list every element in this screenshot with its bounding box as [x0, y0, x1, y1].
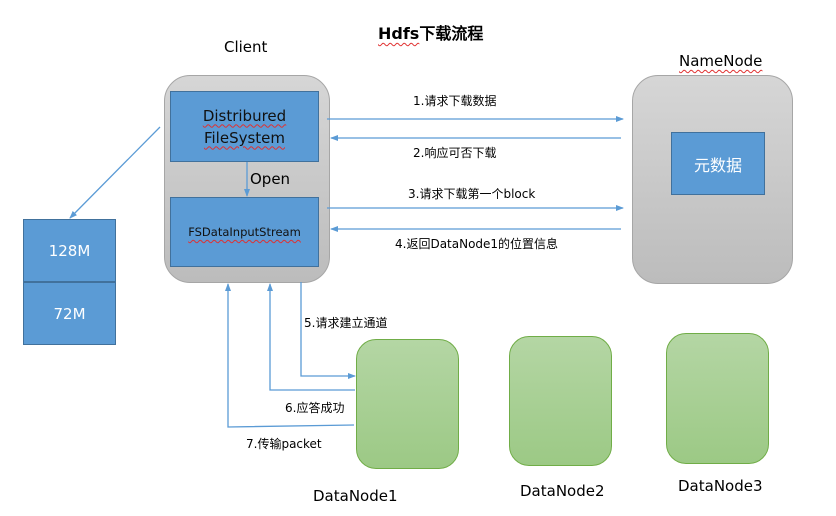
metadata-box: 元数据 [671, 132, 765, 195]
step-6-label: 6.应答成功 [285, 401, 345, 415]
block-72m-label: 72M [53, 304, 86, 323]
block-128m: 128M [23, 219, 116, 282]
title-zh: 下载流程 [419, 24, 484, 43]
step-7-label: 7.传输packet [246, 437, 322, 451]
step-4-label: 4.返回DataNode1的位置信息 [395, 237, 559, 251]
open-label: Open [250, 170, 291, 188]
step-1-label: 1.请求下载数据 [413, 94, 497, 108]
diagram-title: Hdfs下载流程 [378, 20, 483, 44]
datanode3-label: DataNode3 [678, 477, 763, 495]
step-5-label: 5.请求建立通道 [304, 316, 388, 330]
datanode1-box [356, 339, 459, 469]
step-5-arrow [300, 282, 356, 379]
metadata-label: 元数据 [693, 155, 742, 175]
title-en: Hdfs [378, 24, 420, 43]
datanode3-box [666, 333, 769, 464]
distributed-filesystem-box: Distribured FileSystem [170, 91, 319, 162]
datanode2-box [509, 336, 612, 466]
distributed-fs-line1: Distribured [202, 106, 287, 125]
client-label: Client [224, 38, 268, 56]
step-7-arrow [225, 283, 355, 428]
step-3-label: 3.请求下载第一个block [408, 187, 536, 201]
datanode1-label: DataNode1 [313, 487, 398, 505]
distributed-fs-line2: FileSystem [203, 128, 286, 147]
step-2-label: 2.响应可否下载 [413, 146, 497, 160]
block-128m-label: 128M [48, 241, 91, 260]
block-72m: 72M [23, 282, 116, 345]
split-arrow [69, 126, 161, 219]
fsdatainputstream-label: FSDataInputStream [188, 225, 301, 239]
namenode-box [632, 75, 793, 284]
namenode-label: NameNode [679, 52, 763, 70]
step-6-arrow [267, 283, 355, 391]
datanode2-label: DataNode2 [520, 482, 605, 500]
fsdatainputstream-box: FSDataInputStream [170, 197, 319, 267]
